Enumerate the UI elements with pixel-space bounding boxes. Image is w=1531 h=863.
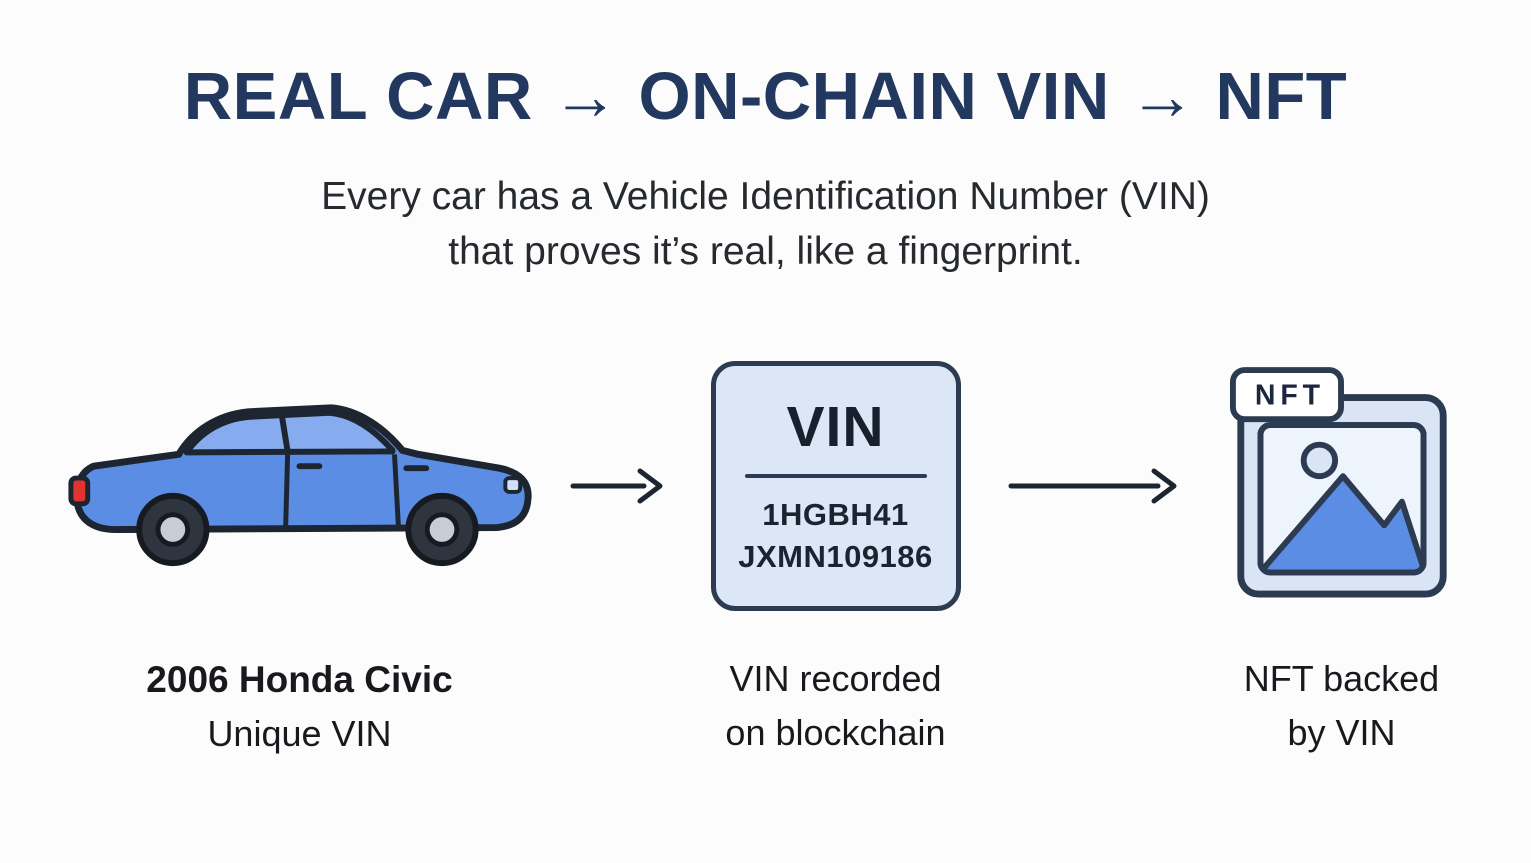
car-door-seam-rear bbox=[283, 454, 291, 528]
nft-caption-line1: NFT backed bbox=[1243, 657, 1440, 699]
vin-card: VIN 1HGBH41 JXMN109186 bbox=[710, 360, 961, 611]
subtitle-line2: that proves it’s real, like a fingerprin… bbox=[448, 230, 1083, 274]
nft-caption-line2: by VIN bbox=[1287, 711, 1396, 753]
arrow-1 bbox=[568, 346, 668, 626]
image-sun-circle-icon bbox=[1300, 441, 1338, 479]
arrow-right-icon bbox=[570, 468, 663, 504]
car-step: 2006 Honda Civic Unique VIN bbox=[50, 346, 550, 762]
car-door-seam-front bbox=[392, 453, 401, 528]
arrow-right-icon bbox=[1008, 468, 1176, 504]
car-front-hub bbox=[424, 511, 460, 547]
vin-number-line1: 1HGBH41 bbox=[762, 496, 909, 532]
header: REAL CAR → ON-CHAIN VIN → NFT Every car … bbox=[0, 58, 1531, 280]
car-rear-hub bbox=[155, 511, 191, 547]
arrow-1-art bbox=[570, 346, 665, 626]
vin-caption: VIN recorded on blockchain bbox=[725, 652, 945, 760]
nft-art: NFT bbox=[1229, 346, 1455, 626]
vin-heading: VIN bbox=[786, 394, 885, 459]
nft-card: NFT bbox=[1229, 366, 1447, 598]
car-headlight bbox=[503, 475, 523, 494]
vin-number: 1HGBH41 JXMN109186 bbox=[738, 494, 933, 578]
nft-badge-label: NFT bbox=[1254, 379, 1324, 411]
vin-number-line2: JXMN109186 bbox=[738, 538, 933, 574]
car-taillight bbox=[68, 475, 91, 507]
car-b-pillar bbox=[278, 411, 291, 455]
car-art bbox=[62, 346, 537, 626]
vin-step: VIN 1HGBH41 JXMN109186 VIN recorded on b… bbox=[686, 346, 986, 760]
arrow-2 bbox=[1004, 346, 1184, 626]
vin-art: VIN 1HGBH41 JXMN109186 bbox=[710, 346, 961, 626]
vin-caption-line2: on blockchain bbox=[725, 711, 946, 753]
nft-image-frame-border bbox=[1256, 421, 1427, 576]
subtitle: Every car has a Vehicle Identification N… bbox=[0, 169, 1531, 280]
arrow-2-art bbox=[1008, 346, 1180, 626]
car-caption: 2006 Honda Civic Unique VIN bbox=[146, 652, 452, 762]
flow-diagram: 2006 Honda Civic Unique VIN VIN 1HGBH41 bbox=[0, 346, 1531, 762]
car-caption-line2: Unique VIN bbox=[207, 713, 392, 755]
subtitle-line1: Every car has a Vehicle Identification N… bbox=[321, 175, 1210, 218]
image-mountains-icon bbox=[1259, 472, 1424, 573]
vin-divider bbox=[744, 473, 927, 478]
vin-caption-line1: VIN recorded bbox=[729, 657, 942, 699]
nft-badge bbox=[1229, 366, 1344, 422]
page-title: REAL CAR → ON-CHAIN VIN → NFT bbox=[183, 59, 1348, 134]
car-caption-line1: 2006 Honda Civic bbox=[146, 658, 453, 700]
nft-step: NFT NFT backed by VIN bbox=[1202, 346, 1482, 760]
car-icon bbox=[68, 404, 532, 566]
nft-caption: NFT backed by VIN bbox=[1244, 652, 1439, 760]
car-windows bbox=[183, 409, 396, 456]
